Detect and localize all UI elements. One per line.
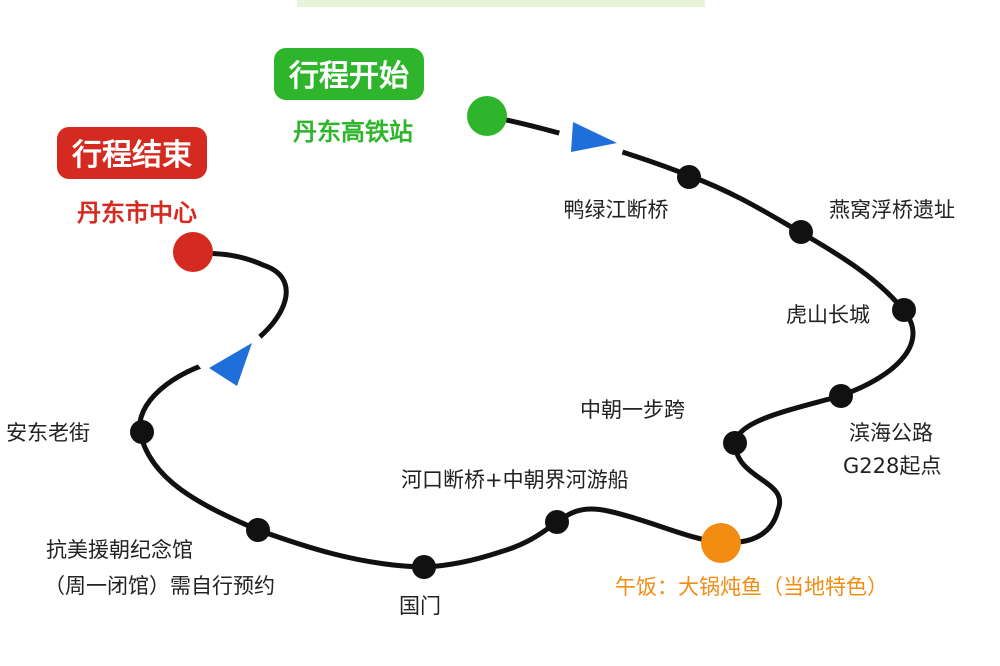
direction-arrow-icon xyxy=(209,343,252,386)
stop-label-hushan: 虎山长城 xyxy=(786,303,870,327)
end-place: 丹东市中心 xyxy=(77,199,197,227)
stop-label-zhongchao: 中朝一步跨 xyxy=(580,398,685,422)
stop-label-museum-2: （周一闭馆）需自行预约 xyxy=(44,574,275,598)
start-dot xyxy=(467,96,507,136)
stop-label-andong: 安东老街 xyxy=(6,421,90,445)
end-dot xyxy=(173,232,213,272)
direction-arrow-icon xyxy=(571,122,617,152)
stop-label-binhai-1: 滨海公路 xyxy=(849,421,933,445)
stop-dot-yanwo xyxy=(789,220,813,244)
start-tag: 行程开始 xyxy=(274,48,424,100)
stop-dot-museum xyxy=(246,518,270,542)
stop-dot-hekou xyxy=(545,510,569,534)
lunch-dot xyxy=(701,523,741,563)
stop-label-yanwo: 燕窝浮桥遗址 xyxy=(829,198,955,222)
stop-label-hekou: 河口断桥+中朝界河游船 xyxy=(401,468,629,492)
stop-dot-andong xyxy=(130,420,154,444)
stop-dot-binhai xyxy=(829,384,853,408)
stop-label-lunch: 午饭：大锅炖鱼（当地特色） xyxy=(615,575,888,599)
stop-label-guomen: 国门 xyxy=(399,594,441,618)
stop-dot-yalu xyxy=(677,165,701,189)
stop-dot-guomen xyxy=(412,555,436,579)
start-place: 丹东高铁站 xyxy=(293,118,413,146)
end-tag: 行程结束 xyxy=(57,127,207,179)
stop-label-museum-1: 抗美援朝纪念馆 xyxy=(46,538,193,562)
stop-dot-zhongchao xyxy=(723,431,747,455)
top-decoration-bar xyxy=(297,0,705,7)
stop-label-yalu: 鸭绿江断桥 xyxy=(563,198,669,222)
stop-dot-hushan xyxy=(892,298,916,322)
stop-label-binhai-2: G228起点 xyxy=(843,454,942,478)
route-line xyxy=(137,113,916,570)
